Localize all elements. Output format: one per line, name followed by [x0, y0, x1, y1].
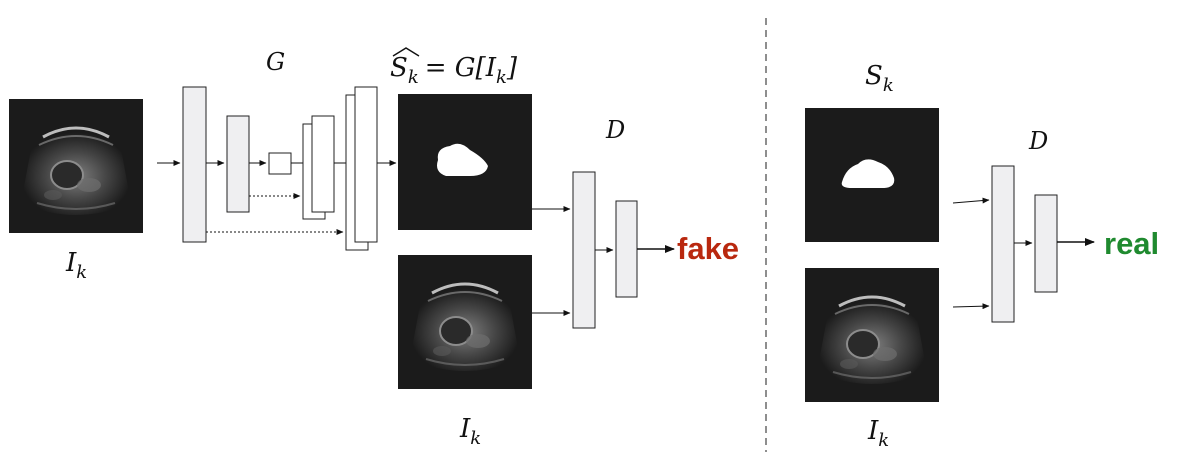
real-pair-ultrasound-image [803, 266, 941, 404]
discriminator-real-label: D [1028, 127, 1048, 155]
generator-encoder-layer-2 [226, 115, 250, 213]
generator-network [157, 86, 397, 251]
generated-mask-label: Sk= G[Ik] [390, 53, 518, 88]
real-output-label: real [1104, 226, 1159, 261]
input-label: Ik [65, 248, 87, 283]
real-pair-input-label: Ik [867, 416, 889, 451]
fake-pair-input-label: Ik [459, 414, 481, 449]
discriminator-fake-layer-1 [572, 171, 596, 329]
hat-accent [392, 47, 420, 57]
discriminator-fake-layer-2 [615, 200, 638, 298]
fake-pair-ultrasound-image [396, 253, 534, 391]
generator-label: G [266, 48, 285, 76]
discriminator-fake-label: D [605, 116, 625, 144]
input-ultrasound-image [7, 97, 145, 235]
discriminator-real-layer-1 [991, 165, 1015, 323]
discriminator-real-layer-2 [1034, 194, 1058, 293]
generator-decoder-layer-2 [354, 86, 378, 243]
discriminator-real-network [952, 165, 1095, 323]
generator-decoder-layer-1 [311, 115, 335, 213]
generator-bottleneck [268, 152, 292, 175]
discriminator-fake-network [532, 171, 675, 329]
generated-mask-image [398, 94, 532, 230]
real-mask-label: Sk [865, 61, 894, 96]
generator-encoder-layer-1 [182, 86, 207, 243]
fake-output-label: fake [677, 231, 739, 266]
real-mask-image [805, 108, 939, 242]
